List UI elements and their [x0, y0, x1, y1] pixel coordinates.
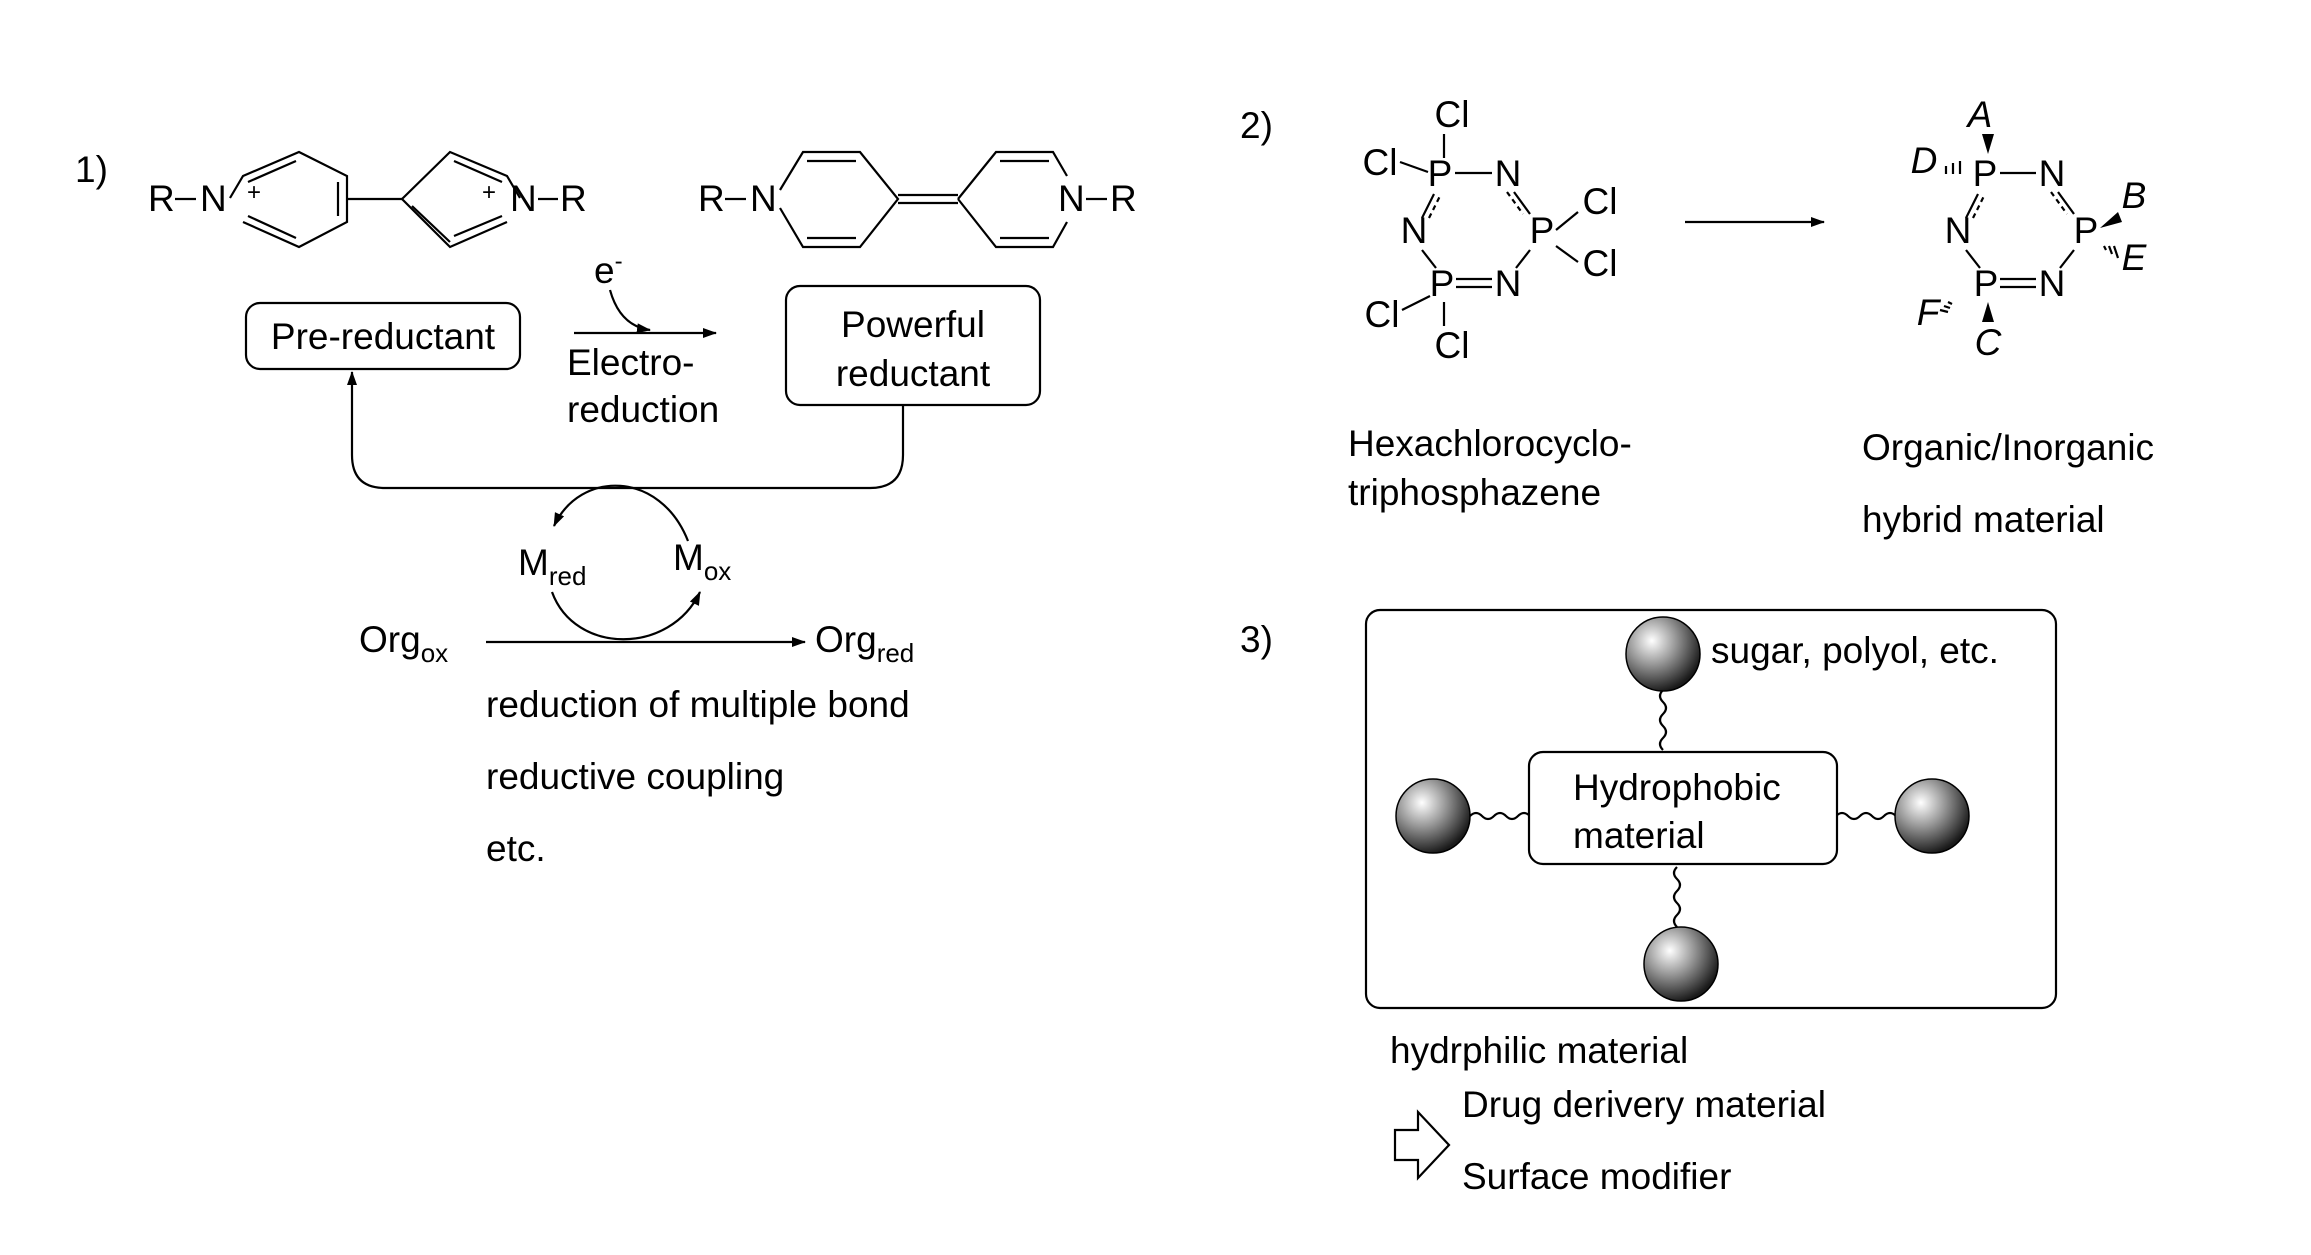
org-red-label: Orgred: [815, 619, 914, 668]
panel-1-number: 1): [75, 149, 108, 190]
pyridinium-ring-left: [229, 150, 349, 249]
powerful-reductant-line1: Powerful: [841, 304, 985, 345]
hydrophilic-ball-top: [1625, 616, 1701, 692]
p-atom-1: P: [1428, 153, 1453, 194]
m-red-label: Mred: [518, 542, 586, 591]
application-3: etc.: [486, 828, 546, 869]
hydrophilic-ball-left: [1395, 778, 1471, 854]
substituent-c: C: [1975, 322, 2002, 363]
pyridinium-ring-right: [401, 150, 521, 249]
dihydropyridine-ring-right-inner-bonds: [1000, 159, 1049, 240]
application-1: reduction of multiple bond: [486, 684, 910, 725]
mediator-arc-top: [553, 484, 690, 542]
dihydropyridine-ring-left-inner-bonds: [807, 159, 856, 240]
substituent-d: D: [1911, 140, 1938, 181]
org-ox-label: Orgox: [359, 619, 448, 668]
panel-3-number: 3): [1240, 619, 1273, 660]
reactant-name-line2: triphosphazene: [1348, 472, 1601, 513]
linker-right: [1835, 811, 1897, 821]
r-group-left-reduced: R: [698, 178, 725, 219]
h-p-atom-3: P: [1974, 263, 1999, 304]
sugar-label: sugar, polyol, etc.: [1711, 630, 1999, 671]
r-group-left: R: [148, 178, 175, 219]
pre-reductant-box: [244, 301, 522, 371]
substituent-b: B: [2122, 175, 2147, 216]
cl-atom-6: Cl: [1435, 325, 1470, 366]
pyridinium-ring-right-inner-bonds: [411, 159, 503, 243]
wedge-a: [1982, 134, 1994, 154]
r-group-right: R: [560, 178, 587, 219]
panel-2: 2) P N P N P N Cl Cl Cl Cl Cl: [1240, 94, 2154, 540]
hydrophobic-core-box: [1527, 750, 1839, 866]
viologen-dication: R N + + N R: [148, 150, 587, 249]
h-n-atom-2: N: [2039, 263, 2066, 304]
charge-right: +: [482, 179, 496, 206]
hydrophobic-line1: Hydrophobic: [1573, 767, 1781, 808]
n-atom-right: N: [510, 178, 537, 219]
hydrophobic-line2: material: [1573, 815, 1705, 856]
linker-top: [1658, 689, 1668, 751]
hash-e: [2103, 245, 2120, 259]
dihydropyridine-ring-left: [779, 150, 900, 249]
n-atom-left-reduced: N: [750, 178, 777, 219]
linker-bottom: [1672, 866, 1682, 928]
linker-left: [1469, 811, 1531, 821]
n-atom-left: N: [200, 178, 227, 219]
cl-atom-4: Cl: [1583, 243, 1618, 284]
wedge-c: [1982, 302, 1994, 322]
open-arrow-icon: [1393, 1109, 1451, 1181]
p-atom-3: P: [1430, 263, 1455, 304]
hydrophilic-label: hydrphilic material: [1390, 1030, 1688, 1071]
electroreduction-label-line2: reduction: [567, 389, 719, 430]
h-p-atom-1: P: [1973, 153, 1998, 194]
hash-d: [1944, 161, 1962, 174]
cl-atom-3: Cl: [1583, 181, 1618, 222]
cl-atom-2: Cl: [1363, 142, 1398, 183]
substituent-a: A: [1966, 94, 1993, 135]
h-n-atom-1: N: [2039, 153, 2066, 194]
use-2: Surface modifier: [1462, 1156, 1731, 1197]
hybrid-phosphazene-structure: P N P N P N A D B E F C: [1911, 94, 2148, 363]
substituent-f: F: [1917, 292, 1942, 333]
dihydropyridine-ring-right: [957, 150, 1068, 249]
product-name-line1: Organic/Inorganic: [1862, 427, 2154, 468]
hydrophilic-ball-bottom: [1643, 926, 1719, 1002]
panel-1: 1) R N + + N R R N N: [75, 149, 1137, 869]
charge-left: +: [247, 179, 261, 206]
electron-label: e-: [594, 248, 623, 291]
panel-2-number: 2): [1240, 105, 1273, 146]
electron-curved-arrow: [608, 289, 651, 334]
application-2: reductive coupling: [486, 756, 784, 797]
n-atom-2: N: [1495, 263, 1522, 304]
wedge-b: [2100, 212, 2122, 228]
hydrophilic-ball-right: [1894, 778, 1970, 854]
electroreduction-label-line1: Electro-: [567, 342, 694, 383]
pyridinium-ring-left-inner-bonds: [247, 159, 340, 239]
panel-3: 3) sugar, polyol, etc. Hydrophobic mater…: [1240, 608, 2058, 1197]
r-group-right-reduced: R: [1110, 178, 1137, 219]
mediator-arc-bottom: [550, 591, 701, 641]
n-atom-1: N: [1495, 153, 1522, 194]
powerful-reductant-line2: reductant: [836, 353, 991, 394]
powerful-reductant-box: [784, 284, 1042, 407]
hexachlorocyclotriphosphazene-structure: P N P N P N Cl Cl Cl Cl Cl Cl: [1363, 94, 1618, 366]
regeneration-loop-arrow: [347, 371, 905, 490]
substituent-e: E: [2122, 237, 2148, 278]
product-name-line2: hybrid material: [1862, 499, 2105, 540]
p-atom-2: P: [1530, 210, 1555, 251]
reactant-name-line1: Hexachlorocyclo-: [1348, 423, 1632, 464]
n-atom-right-reduced: N: [1058, 178, 1085, 219]
pre-reductant-label: Pre-reductant: [271, 316, 496, 357]
cl-atom-1: Cl: [1435, 94, 1470, 135]
reduced-viologen: R N N R: [698, 150, 1137, 249]
hash-f: [1939, 301, 1953, 314]
h-p-atom-2: P: [2074, 210, 2099, 251]
m-ox-label: Mox: [673, 537, 731, 586]
cl-atom-5: Cl: [1365, 294, 1400, 335]
use-1: Drug derivery material: [1462, 1084, 1826, 1125]
